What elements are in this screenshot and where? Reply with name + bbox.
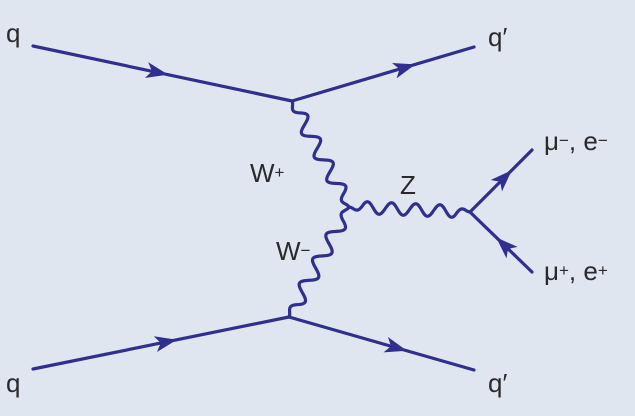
- quark-line-top-out: [290, 45, 476, 103]
- label-mu-plus-e-plus: μ+, e+: [544, 256, 608, 286]
- label-q-bottom-right: q′: [488, 368, 508, 398]
- label-w-minus: W−: [276, 236, 311, 266]
- label-z: Z: [400, 170, 416, 200]
- arrow-mu-plus: [496, 237, 518, 259]
- w-minus-propagator: [287, 205, 351, 319]
- label-q-top-right: q′: [488, 22, 508, 52]
- label-q-top-left: q: [6, 18, 21, 48]
- label-w-plus: W+: [250, 158, 285, 188]
- z-propagator: [347, 200, 472, 219]
- w-plus-propagator: [290, 99, 351, 209]
- arrow-quark-bottom-out: [383, 337, 407, 353]
- quark-line-bottom-out: [287, 315, 476, 372]
- label-mu-minus-e-minus: μ−, e−: [544, 126, 608, 156]
- arrow-mu-minus: [490, 170, 512, 192]
- label-q-bottom-left: q: [6, 368, 21, 398]
- arrow-quark-top-out: [392, 62, 416, 79]
- arrow-quark-top-in: [144, 62, 169, 78]
- arrow-quark-bottom-in: [153, 336, 177, 352]
